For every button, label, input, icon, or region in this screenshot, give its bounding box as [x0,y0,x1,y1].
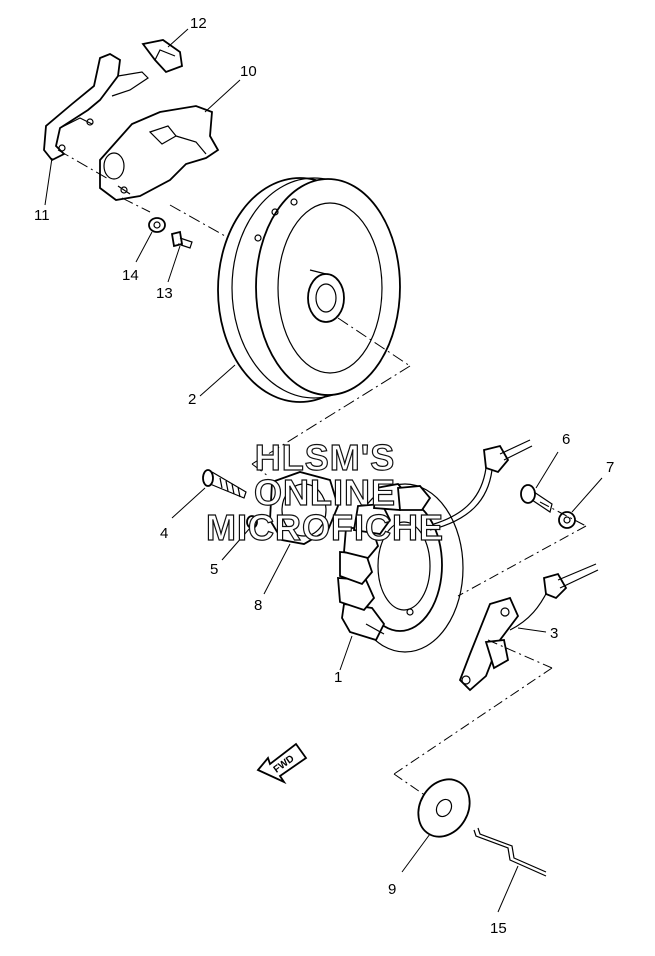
part-1-stator [337,483,464,671]
callout-2: 2 [188,391,196,408]
watermark-line-3: MICROFICHE [206,507,444,548]
callout-9: 9 [388,881,396,898]
callout-10: 10 [240,63,257,80]
part-13-bolt [167,230,193,283]
callout-8: 8 [254,597,262,614]
part-6-bolt [520,451,559,513]
callout-14: 14 [122,267,139,284]
part-3-pickup-coil [458,563,599,692]
part-11-bracket [43,52,149,206]
callout-3: 3 [550,625,558,642]
callout-4: 4 [160,525,168,542]
stator-wire-lead [429,439,533,531]
part-8-gasket [263,471,339,595]
part-9-washer [401,778,471,873]
alignment-lines-bottom [393,639,553,797]
part-10-cover [99,79,241,201]
callouts: 12 10 11 14 13 2 6 7 4 5 8 3 1 9 15 [34,15,614,937]
alignment-lines-top [57,149,226,237]
callout-5: 5 [210,561,218,578]
watermark: HLSM'S ONLINE MICROFICHE [205,436,444,548]
watermark-line-2: ONLINE [254,472,396,513]
callout-15: 15 [490,920,507,937]
part-4-screw [171,469,247,519]
watermark-line-1: HLSM'S [255,437,396,478]
alignment-lines-right [457,501,587,597]
callout-7: 7 [606,459,614,476]
part-5-washer [221,515,258,561]
callout-12: 12 [190,15,207,32]
part-2-rotor [199,177,401,403]
callout-1: 1 [334,669,342,686]
callout-6: 6 [562,431,570,448]
fwd-direction-arrow: FWD [256,742,308,785]
part-7-washer [558,477,603,529]
part-15-clip [473,827,547,913]
callout-13: 13 [156,285,173,302]
alignment-lines-middle [251,317,411,477]
part-14-washer [135,217,166,263]
part-12-cap [141,28,189,74]
callout-11: 11 [34,207,50,224]
